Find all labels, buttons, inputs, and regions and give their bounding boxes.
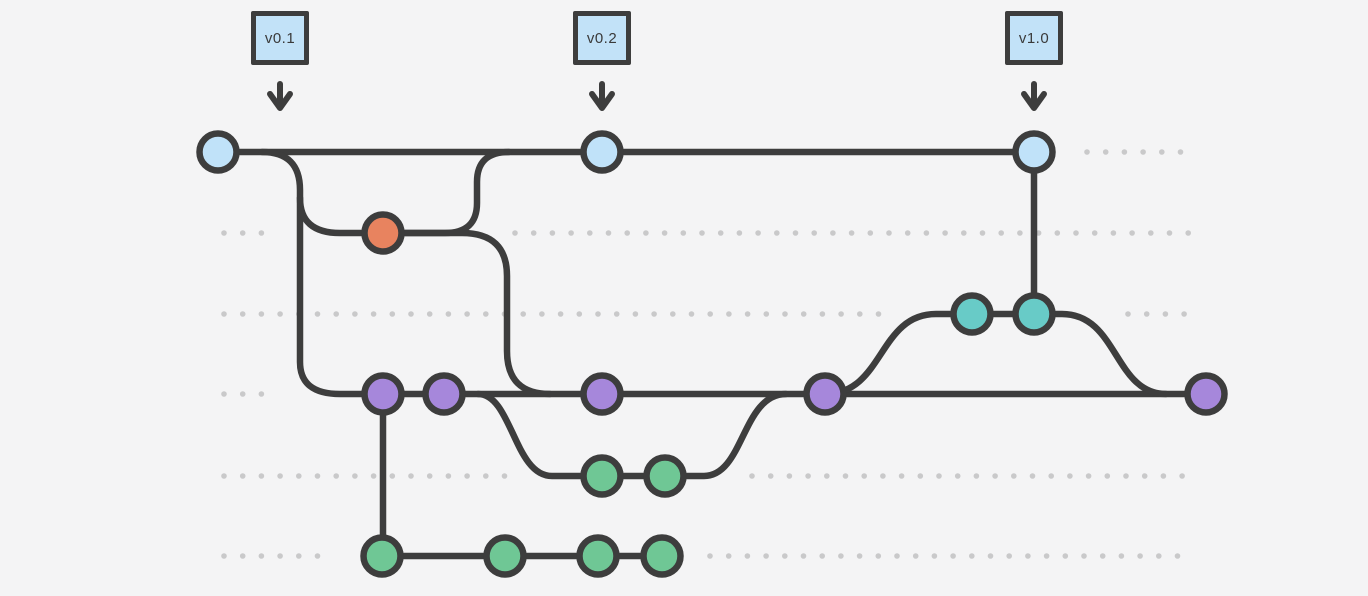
- branch-edge-feature1-branch-off: [474, 390, 669, 480]
- branch-edge-develop-branch-off: [258, 148, 387, 398]
- tag-label: v0.2: [586, 29, 618, 47]
- release-commit-node: [950, 292, 994, 336]
- develop-commit-node: [803, 372, 847, 416]
- branch-edges: [214, 148, 1210, 560]
- lane-dot-guides: [221, 149, 1191, 559]
- version-tag-v0-2: v0.2: [573, 11, 631, 65]
- branch-edge-hotfix-merge-main: [379, 148, 513, 237]
- branch-edge-feature1-merge-develop: [661, 390, 790, 480]
- tag-arrow-icon: [1021, 81, 1047, 111]
- feature-commit-node: [360, 534, 404, 578]
- release-commit-node: [1012, 292, 1056, 336]
- version-tag-v1-0: v1.0: [1005, 11, 1063, 65]
- feature-commit-node: [643, 454, 687, 498]
- develop-commit-node: [422, 372, 466, 416]
- develop-lane-dots: [221, 391, 265, 397]
- branch-edge-hotfix-branch-off: [296, 194, 387, 237]
- main-commit-node: [580, 130, 624, 174]
- hotfix-lane-dots: [221, 230, 1191, 236]
- main-commit-node: [1012, 130, 1056, 174]
- feature-commit-node: [576, 534, 620, 578]
- branch-edge-release-branch-off: [821, 310, 1038, 398]
- version-tag-v0-1: v0.1: [251, 11, 309, 65]
- branch-edge-release-merge-develop: [1030, 310, 1170, 398]
- develop-commit-node: [580, 372, 624, 416]
- hotfix-commit-node: [361, 211, 405, 255]
- main-commit-node: [196, 130, 240, 174]
- tag-arrow-icon: [589, 81, 615, 111]
- develop-commit-node: [361, 372, 405, 416]
- feature-commit-node: [580, 454, 624, 498]
- main-lane-dots: [1084, 149, 1184, 155]
- develop-commit-node: [1184, 372, 1228, 416]
- feature-commit-node: [640, 534, 684, 578]
- tag-label: v1.0: [1018, 29, 1050, 47]
- feature1-lane-dots: [221, 473, 1185, 479]
- feature2-lane-dots: [221, 553, 1181, 559]
- branch-edge-hotfix-merge-develop: [379, 229, 554, 398]
- tag-label: v0.1: [264, 29, 296, 47]
- tag-arrows: [267, 81, 1047, 111]
- commit-nodes: [196, 130, 1228, 578]
- feature-commit-node: [483, 534, 527, 578]
- tag-arrow-icon: [267, 81, 293, 111]
